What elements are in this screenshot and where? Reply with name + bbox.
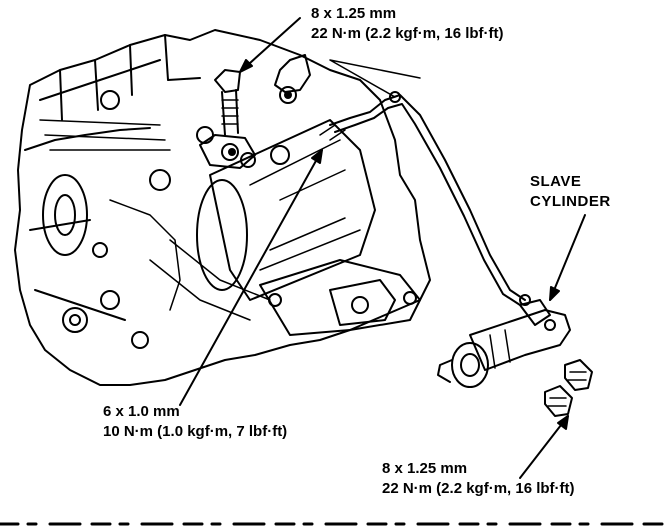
slave-cylinder-line1: SLAVE [530,173,582,190]
bracket [259,259,421,336]
top-bolt-torque: 22 N·m (2.2 kgf·m, 16 lbf·ft) [311,25,504,42]
top-bolt-assembly [199,54,311,169]
transmission-housing [14,29,431,386]
slave-cylinder-label: SLAVE CYLINDER [530,172,611,212]
top-bolt-size: 8 x 1.25 mm [311,5,397,22]
mid-bolt-spec: 6 x 1.0 mm 10 N·m (1.0 kgf·m, 7 lbf·ft) [103,402,287,442]
bottom-bolt-spec: 8 x 1.25 mm 22 N·m (2.2 kgf·m, 16 lbf·ft… [382,459,575,499]
mid-bolt-size: 6 x 1.0 mm [103,403,180,420]
bottom-bolts [544,359,593,417]
slave-cylinder-body [437,294,571,388]
mid-bolt-torque: 10 N·m (1.0 kgf·m, 7 lbf·ft) [103,423,288,440]
fluid-line [319,91,526,306]
clutch-housing-cylinder [196,119,376,301]
bottom-bolt-torque: 22 N·m (2.2 kgf·m, 16 lbf·ft) [382,480,575,497]
slave-cylinder-line2: CYLINDER [530,193,611,210]
top-bolt-spec: 8 x 1.25 mm 22 N·m (2.2 kgf·m, 16 lbf·ft… [311,4,504,44]
leader-lines [179,17,586,479]
bottom-bolt-size: 8 x 1.25 mm [382,460,468,477]
